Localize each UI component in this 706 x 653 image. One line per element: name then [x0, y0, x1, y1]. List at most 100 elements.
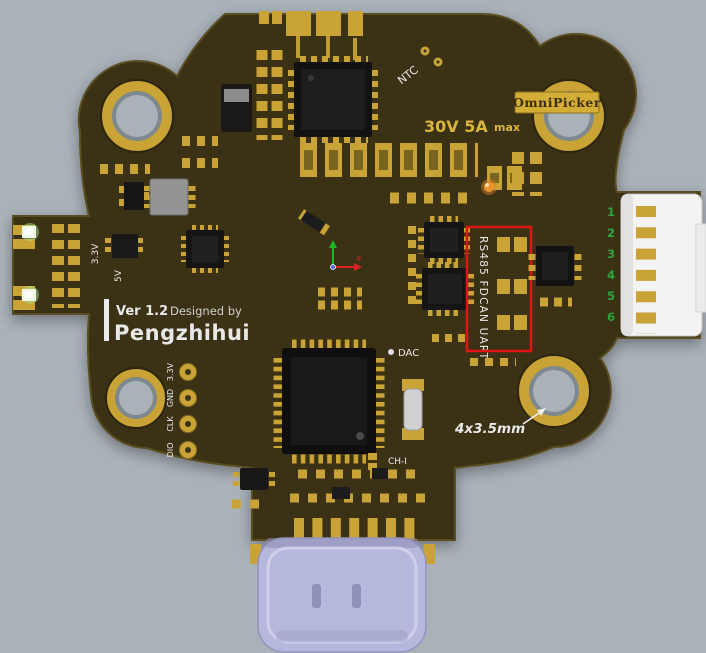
mcu-chip: [273, 339, 385, 464]
y-axis-arrowhead: [329, 240, 337, 248]
body: [300, 210, 325, 233]
origin-point: [330, 264, 336, 270]
pin: [119, 186, 124, 193]
pad: [319, 223, 330, 236]
chip-body: [240, 468, 268, 490]
passive-component: [372, 468, 388, 479]
version-label: Ver 1.2: [116, 304, 168, 319]
hole-bore: [119, 381, 153, 415]
led-body: [484, 182, 494, 192]
edge-pad: [259, 11, 269, 24]
bottom-components: [232, 334, 516, 509]
label-3v3: 3.3V: [91, 243, 101, 264]
mcu-face: [291, 357, 367, 445]
pad-row: [232, 469, 430, 509]
left-edge-pads: [13, 223, 80, 310]
label-5v: 5V: [114, 269, 124, 282]
swd-label-dio: DIO: [166, 443, 175, 458]
chip-pins: [233, 472, 275, 486]
ch1-label: CH-I: [388, 457, 407, 467]
edge-pad: [286, 11, 311, 36]
capacitor-body: [490, 173, 499, 183]
usb-shield-pad: [424, 544, 435, 564]
usb-top-shade: [266, 538, 418, 548]
rating-suffix: max: [494, 121, 520, 134]
status-led-orange: [481, 179, 497, 195]
pad-column: [256, 50, 283, 140]
bulk-capacitor: [221, 84, 252, 132]
rating-text: 30V 5A: [424, 117, 488, 136]
transceiver-chip: [528, 246, 582, 307]
pad-hole: [185, 421, 191, 427]
body: [124, 182, 144, 210]
edge-pad: [13, 239, 35, 249]
red-annotation-box: [465, 225, 533, 353]
qfn-face: [428, 274, 462, 304]
pad-hole: [185, 395, 191, 401]
designed-by-label: Designed by: [170, 304, 242, 318]
cap-top: [224, 89, 249, 102]
chip-pins: [105, 238, 143, 254]
swd-label-clk: CLK: [166, 416, 175, 432]
cad-origin-marker: x: [329, 240, 362, 271]
chip-pins: [528, 254, 582, 280]
interface-pad: [497, 237, 510, 252]
crystal-pad: [402, 428, 424, 440]
led-core: [25, 292, 33, 298]
swd-label-gnd: GND: [166, 389, 175, 407]
interface-pad: [514, 237, 527, 252]
qfn-face: [430, 228, 458, 252]
crystal-body: [403, 388, 423, 431]
pin-number-6: 6: [607, 310, 615, 324]
hole-bore: [533, 370, 575, 412]
swd-label-vcc: 3.3V: [166, 362, 175, 381]
designer-name: Pengzhihui: [114, 321, 250, 345]
mounting-hole-top-left: [100, 79, 174, 153]
small-chip-3v3: [105, 234, 143, 258]
edge-pad: [348, 11, 363, 36]
regulator-body: [149, 178, 189, 216]
interface-pad: [497, 315, 510, 330]
pin-number-5: 5: [607, 289, 615, 303]
crystal-oscillator: [402, 379, 424, 440]
edge-pad: [13, 300, 35, 310]
sot23-transistor: [119, 182, 149, 210]
mcu-pins: [273, 339, 385, 464]
pad-hole: [185, 369, 191, 375]
pin1-dot: [356, 432, 364, 440]
top-edge-pads: [259, 11, 363, 60]
tilted-resistor: [297, 209, 330, 236]
pin-number-1: 1: [607, 205, 615, 219]
mounting-hole-bottom-left: [105, 367, 167, 429]
silk-divider-bar: [104, 299, 109, 341]
usb-c-connector: [257, 537, 427, 653]
edge-pad: [272, 11, 282, 24]
pin-number-3: 3: [607, 247, 615, 261]
interface-group: RS485 FDCAN UART: [465, 225, 533, 360]
ic-pins-vertical: [288, 70, 378, 130]
interface-pad: [497, 279, 510, 294]
mounting-hole-callout: 4x3.5mm: [454, 408, 546, 437]
testpoint-dot: [388, 349, 394, 355]
qfn-chip-left: [181, 225, 229, 273]
interface-pad: [514, 279, 527, 294]
pad-row: [100, 136, 218, 174]
mounting-hole-bottom-right: [517, 354, 591, 428]
pin1-dot: [308, 75, 314, 81]
dac-testpoint: DAC: [388, 348, 419, 359]
interface-label: RS485 FDCAN UART: [477, 236, 489, 360]
passive-component: [332, 487, 350, 499]
qfn-face: [192, 236, 218, 262]
pin: [119, 199, 124, 206]
pad-hole: [436, 60, 440, 64]
edge-pad: [316, 11, 341, 36]
pad-column: [52, 224, 80, 308]
x-axis-arrowhead: [354, 263, 362, 271]
qfn-pins: [416, 262, 474, 316]
chip-face: [542, 252, 568, 280]
pad-hole: [185, 447, 191, 453]
hole-size-note: 4x3.5mm: [454, 421, 525, 437]
brand-name: OmniPicker: [513, 95, 601, 110]
mounting-hole-top-right: [532, 79, 606, 153]
